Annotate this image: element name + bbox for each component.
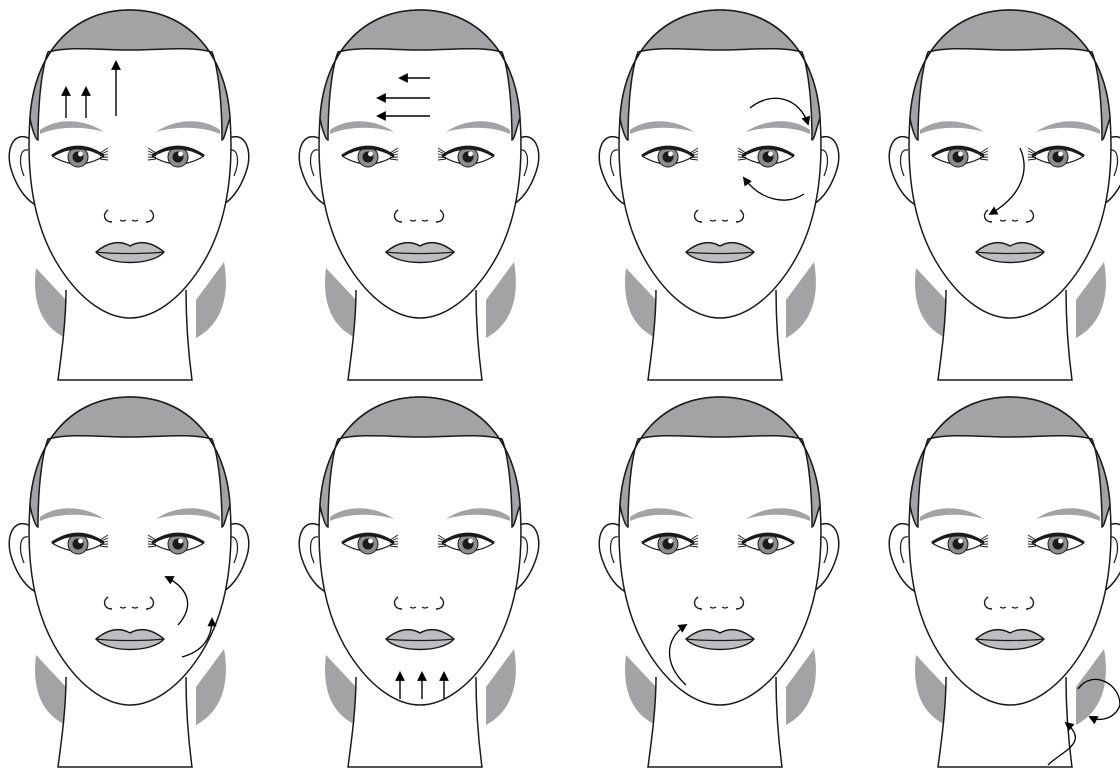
face-outline [9,397,249,767]
face-panel-forehead-upward [0,0,280,386]
face-drawing [880,387,1120,773]
face-outline [299,10,539,380]
face-outline [599,397,839,767]
face-outline [299,397,539,767]
face-drawing [290,387,570,773]
face-outline [889,397,1120,767]
face-panel-chin-upward [290,387,570,773]
face-drawing [590,0,870,386]
face-drawing [0,387,280,773]
face-outline [889,10,1120,380]
face-drawing [0,0,280,386]
face-drawing [290,0,570,386]
face-outline [9,10,249,380]
face-drawing [590,387,870,773]
face-panel-neck-side [880,387,1120,773]
face-panel-nose-side [880,0,1120,386]
face-panel-cheek-lift [0,387,280,773]
face-panel-jaw-to-lip [590,387,870,773]
face-panel-eye-circle [590,0,870,386]
face-panel-forehead-sideways [290,0,570,386]
face-drawing [880,0,1120,386]
